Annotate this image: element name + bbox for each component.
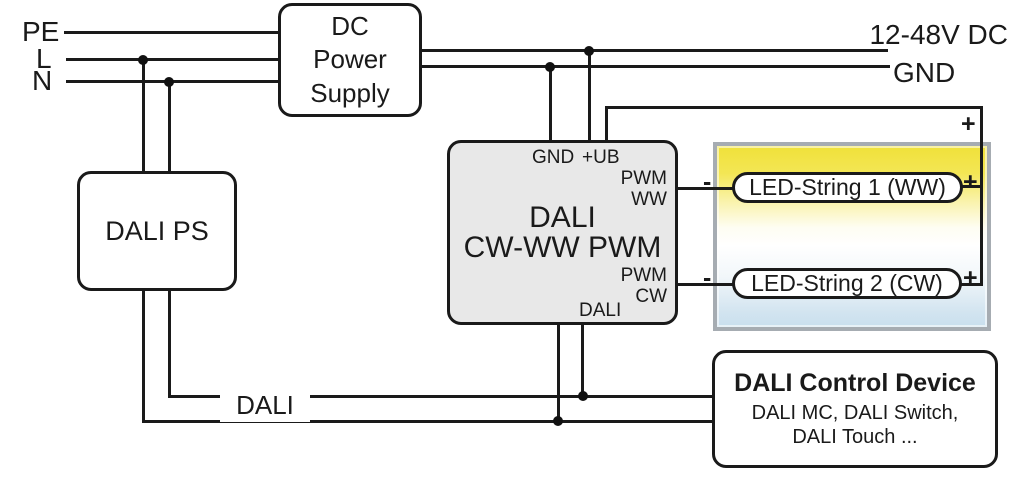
led-string-1-ww: LED-String 1 (WW)	[732, 172, 963, 203]
wire-n-to-dali-ps	[168, 80, 171, 173]
dc-power-supply-line3: Supply	[310, 77, 390, 108]
dali-ps-box: DALI PS	[77, 171, 237, 291]
led-string-1-label: LED-String 1 (WW)	[749, 174, 946, 200]
dc-power-supply-box: DC Power Supply	[278, 3, 422, 117]
wire-gnd-bus	[420, 65, 890, 68]
label-vplus-bus: 12-48V DC	[869, 19, 1008, 50]
junction-dot-gnd	[545, 62, 555, 72]
plus-sign-string2: +	[963, 264, 978, 292]
led-string-2-label: LED-String 2 (CW)	[751, 270, 943, 296]
wire-gnd-to-pin	[549, 65, 552, 141]
wire-dali-bus-upper	[168, 395, 714, 398]
pin-label-pwm-cw-line2: CW	[635, 286, 667, 307]
pin-label-pwm-cw-line1: PWM	[620, 265, 667, 286]
wire-dali-ps-down-right	[168, 290, 171, 398]
pin-label-gnd: GND	[532, 147, 575, 168]
pin-label-ub: +UB	[582, 147, 620, 168]
wire-l-to-dali-ps	[142, 58, 145, 173]
dali-ps-label: DALI PS	[105, 215, 209, 246]
wire-dali-bus-lower	[142, 420, 714, 423]
label-dali-bus: DALI	[220, 388, 310, 422]
label-pe: PE	[22, 16, 60, 47]
dc-power-supply-line1: DC	[331, 11, 369, 42]
label-gnd-bus: GND	[893, 57, 956, 88]
pin-label-pwm-ww: PWM WW	[621, 168, 667, 210]
control-device-title: DALI Control Device	[734, 368, 976, 397]
led-string-2-cw: LED-String 2 (CW)	[732, 268, 962, 299]
pin-label-pwm-cw: PWM CW	[621, 265, 667, 307]
wire-ub-feed-up	[605, 106, 608, 141]
pin-label-pwm-ww-line2: WW	[631, 189, 667, 210]
dali-control-device-box: DALI Control Device DALI MC, DALI Switch…	[712, 350, 998, 468]
wire-pwm-ww	[677, 187, 735, 190]
pin-label-pwm-ww-line1: PWM	[620, 168, 667, 189]
pwm-box-title-line2: CW-WW PWM	[463, 231, 662, 264]
control-device-sub1: DALI MC, DALI Switch,	[751, 401, 959, 424]
label-n: N	[32, 65, 53, 96]
junction-dot-vplus	[584, 46, 594, 56]
wire-l	[66, 58, 281, 61]
junction-dot-n	[164, 77, 174, 87]
pin-label-dali: DALI	[579, 300, 622, 321]
wire-dimmer-dali-plus	[581, 324, 584, 398]
wire-ub-feed-right	[980, 106, 983, 286]
wire-vplus-bus	[420, 49, 888, 52]
wire-string2-plus-stub	[960, 283, 983, 286]
wire-string1-plus-stub	[960, 185, 983, 188]
junction-dot-dali-lower	[553, 416, 563, 426]
wire-pwm-cw	[677, 283, 735, 286]
wire-vplus-to-ub	[588, 49, 591, 141]
junction-dot-l	[138, 55, 148, 65]
led-color-temperature-panel	[713, 142, 991, 331]
wire-dali-ps-down-left	[142, 290, 145, 423]
wire-pe	[64, 31, 281, 34]
wire-ub-feed-top	[605, 106, 983, 109]
control-device-sub2: DALI Touch ...	[792, 426, 918, 448]
minus-sign-string1: -	[703, 168, 712, 196]
pwm-box-title-line1: DALI	[529, 201, 596, 234]
junction-dot-dali-upper	[578, 391, 588, 401]
dali-cw-ww-pwm-box: GND +UB PWM WW PWM CW DALI DALI CW-WW PW…	[447, 140, 678, 325]
plus-sign-string1: +	[963, 168, 978, 196]
minus-sign-string2: -	[703, 264, 712, 292]
label-l: L	[36, 43, 52, 74]
plus-sign-ub-feed: +	[961, 110, 976, 138]
wire-dimmer-dali-minus	[557, 324, 560, 423]
pwm-box-title: DALI CW-WW PWM	[450, 203, 675, 263]
dc-power-supply-line2: Power	[313, 44, 387, 75]
